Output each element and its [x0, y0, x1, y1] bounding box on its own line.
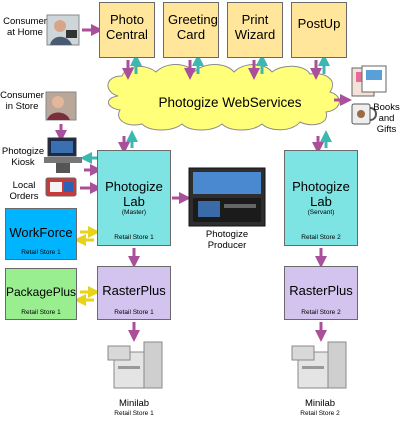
minilab-2-machine: [291, 341, 347, 389]
rasterplus-2-box: RasterPlus Retail Store 2: [284, 266, 358, 320]
packageplus-title: PackagePlus: [6, 285, 77, 299]
postup-box: PostUp: [291, 2, 347, 58]
print-wizard-label: Print Wizard: [234, 12, 276, 42]
packageplus-box: PackagePlus Retail Store 1: [5, 268, 77, 320]
lab-master-store: Retail Store 1: [114, 234, 154, 241]
producer-label: Photogize Producer: [205, 229, 249, 251]
rasterplus-2-store: Retail Store 2: [301, 309, 341, 316]
workforce-box: WorkForce Retail Store 1: [5, 208, 77, 260]
lab-master-sub: (Master): [121, 209, 147, 216]
minilab-1-label: Minilab: [118, 398, 150, 409]
books-gifts-label: Books and Gifts: [373, 102, 400, 135]
webservices-cloud: [107, 64, 340, 131]
print-wizard-box: Print Wizard: [227, 2, 283, 58]
consumer-home-photo: [46, 14, 80, 46]
photo-central-box: Photo Central: [99, 2, 155, 58]
webservices-label: Photogize WebServices: [158, 95, 302, 110]
rasterplus-2-title: RasterPlus: [289, 283, 353, 298]
minilab-2-label: Minilab: [304, 398, 336, 409]
minilab-2-store: Retail Store 2: [300, 410, 340, 417]
greeting-card-box: Greeting Card: [163, 2, 219, 58]
lab-servant-sub: (Servant): [307, 209, 335, 216]
lab-servant-box: Photogize Lab (Servant) Retail Store 2: [284, 150, 358, 246]
consumer-store-label: Consumer in Store: [0, 90, 44, 112]
minilab-1-machine: [107, 341, 163, 389]
rasterplus-1-store: Retail Store 1: [114, 309, 154, 316]
kiosk-picture: [44, 137, 82, 173]
greeting-card-label: Greeting Card: [168, 12, 218, 42]
lab-master-title: Photogize Lab: [105, 179, 163, 209]
workforce-title: WorkForce: [9, 225, 73, 240]
producer-machine: [188, 167, 266, 227]
minilab-1-store: Retail Store 1: [114, 410, 154, 417]
consumer-home-label: Consumer at Home: [3, 16, 47, 38]
local-orders-label: Local Orders: [9, 180, 39, 202]
kiosk-label: Photogize Kiosk: [1, 146, 45, 168]
rasterplus-1-title: RasterPlus: [102, 283, 166, 298]
photo-central-label: Photo Central: [106, 12, 148, 42]
local-orders-picture: [45, 177, 77, 197]
workforce-store: Retail Store 1: [21, 249, 61, 256]
rasterplus-1-box: RasterPlus Retail Store 1: [97, 266, 171, 320]
lab-servant-title: Photogize Lab: [292, 179, 350, 209]
packageplus-store: Retail Store 1: [21, 309, 61, 316]
lab-servant-store: Retail Store 2: [301, 234, 341, 241]
lab-master-box: Photogize Lab (Master) Retail Store 1: [97, 150, 171, 246]
postup-label: PostUp: [297, 16, 341, 31]
books-picture: [351, 65, 387, 97]
consumer-store-photo: [45, 91, 77, 121]
mug-picture: [351, 103, 377, 125]
